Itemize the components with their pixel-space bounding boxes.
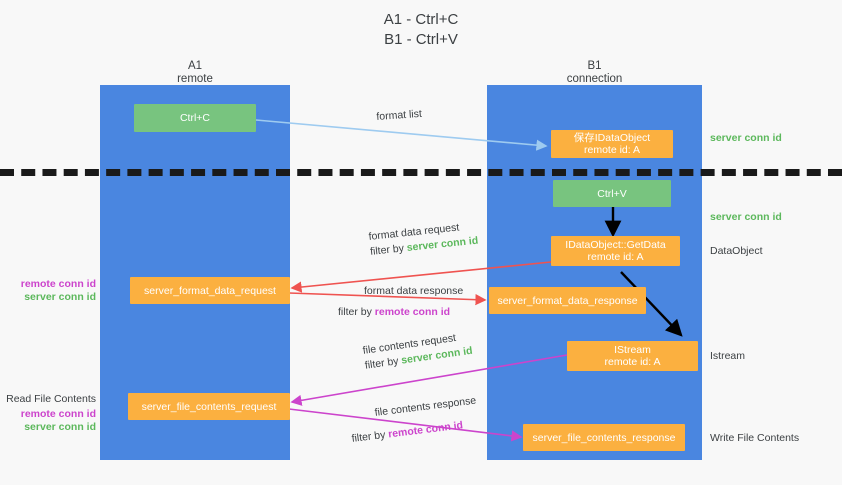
arrow-getdata-istream (620, 271, 683, 337)
edge-label-fdres-filter-value: remote conn id (374, 306, 451, 318)
title-line-2: B1 - Ctrl+V (384, 31, 458, 48)
box-save-dataobject-line2: remote id: A (583, 144, 641, 156)
edge-label-format-data-response-filter: filter by remote conn id (338, 306, 463, 319)
right-label-server-conn-id-2: server conn id (710, 211, 782, 224)
column-a1-sub: remote (177, 73, 213, 85)
edge-label-format-data-response: format data response filter by remote co… (338, 285, 464, 319)
right-label-istream: Istream (710, 350, 746, 362)
box-server-file-contents-request[interactable]: server_file_contents_request (128, 393, 290, 420)
right-label-dataobject: DataObject (710, 245, 763, 257)
box-server-format-data-request[interactable]: server_format_data_request (130, 277, 290, 304)
right-label-server-conn-id-1: server conn id (710, 132, 782, 145)
box-ctrl-c[interactable]: Ctrl+C (134, 104, 256, 132)
box-istream-line2: remote id: A (604, 356, 661, 368)
left-label-conn-ids-1: remote conn id server conn id (0, 278, 96, 304)
edge-label-fdres-filter-prefix: filter by (338, 306, 375, 318)
box-save-dataobject-line1: 保存IDataObject (573, 132, 651, 144)
arrow-format-list (255, 119, 548, 151)
box-save-dataobject[interactable]: 保存IDataObject remote id: A (551, 130, 673, 158)
column-a1-name: A1 (187, 60, 203, 72)
column-header-b1: B1 connection (487, 60, 702, 86)
box-istream-line1: IStream (614, 344, 651, 356)
box-ctrl-v[interactable]: Ctrl+V (553, 180, 671, 207)
arrow-file-contents-response (288, 408, 523, 442)
left-label-remote-conn-id-2: remote conn id (20, 408, 96, 420)
box-server-format-data-response-label: server_format_data_response (497, 294, 638, 307)
left-label-server-conn-id-2: server conn id (24, 421, 96, 433)
box-getdata[interactable]: IDataObject::GetData remote id: A (551, 236, 680, 266)
edge-label-format-data-response-title: format data response (364, 285, 464, 297)
box-server-file-contents-response-label: server_file_contents_response (532, 431, 676, 444)
page-title: A1 - Ctrl+C B1 - Ctrl+V (0, 10, 842, 50)
box-server-format-data-request-label: server_format_data_request (144, 284, 276, 297)
phase-divider (0, 169, 842, 176)
box-ctrl-c-label: Ctrl+C (179, 112, 211, 124)
box-server-file-contents-response[interactable]: server_file_contents_response (523, 424, 685, 451)
box-getdata-line2: remote id: A (587, 251, 644, 263)
arrow-format-data-response (288, 292, 487, 306)
box-server-file-contents-request-label: server_file_contents_request (141, 400, 277, 413)
arrow-file-contents-request (290, 354, 568, 406)
title-line-1: A1 - Ctrl+C (383, 11, 459, 28)
left-label-server-conn-id-1: server conn id (24, 291, 96, 303)
column-b1-name: B1 (587, 60, 602, 72)
left-label-read-file-contents-group: Read File Contents remote conn id server… (0, 393, 96, 434)
left-label-remote-conn-id-1: remote conn id (20, 278, 96, 290)
right-label-server-conn-id-1-text: server conn id (710, 132, 782, 144)
box-server-format-data-response[interactable]: server_format_data_response (489, 287, 646, 314)
right-label-write-file-contents: Write File Contents (710, 432, 800, 444)
edge-label-fdreq-filter-prefix: filter by (369, 242, 408, 258)
box-ctrl-v-label: Ctrl+V (597, 187, 627, 200)
arrow-format-data-request (290, 261, 552, 293)
box-istream[interactable]: IStream remote id: A (567, 341, 698, 371)
right-label-server-conn-id-2-text: server conn id (710, 211, 782, 223)
column-header-a1: A1 remote (100, 60, 290, 86)
column-b1-sub: connection (566, 73, 623, 85)
left-label-read-file-contents: Read File Contents (6, 393, 96, 405)
box-getdata-line1: IDataObject::GetData (565, 239, 666, 251)
